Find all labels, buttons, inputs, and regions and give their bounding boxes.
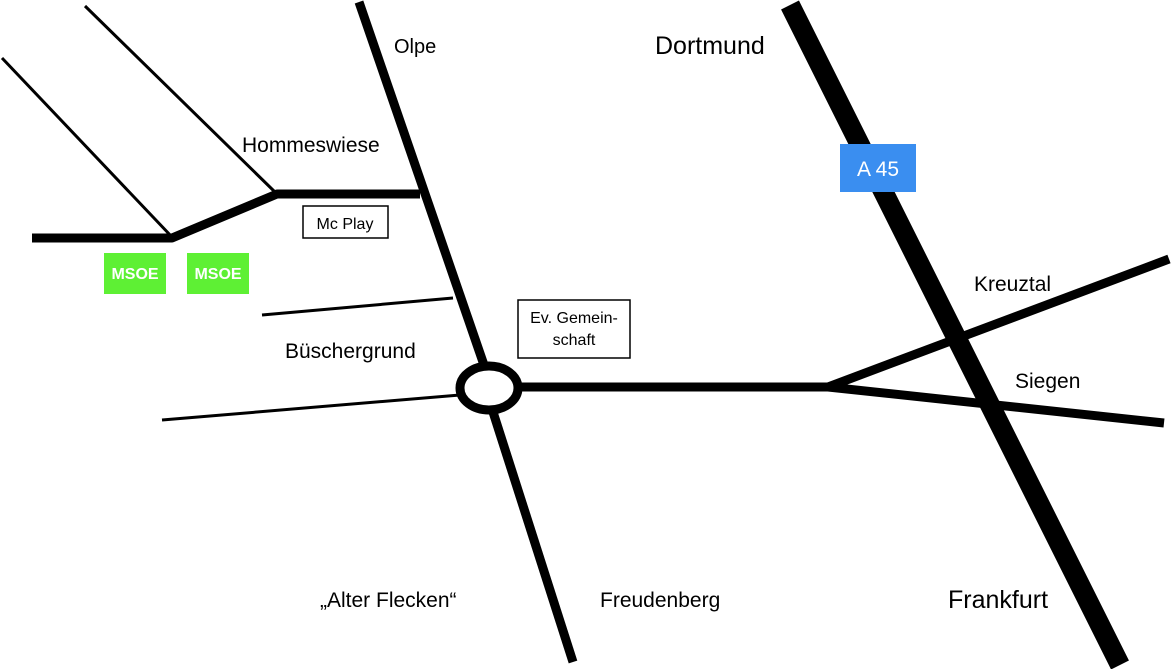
- poi-ev-gemeinschaft-line2: schaft: [553, 332, 596, 349]
- badge-msoe-right: MSOE: [187, 253, 249, 294]
- road-freudenberg: [488, 410, 578, 664]
- poi-mc-play: Mc Play: [302, 205, 389, 239]
- poi-mc-play-box: [302, 205, 389, 239]
- badge-msoe-right-label: MSOE: [194, 266, 241, 283]
- road-thin-alter-flecken: [161, 393, 461, 422]
- road-thin-northwest-outer: [0, 56, 174, 239]
- poi-mc-play-label: Mc Play: [317, 216, 374, 233]
- badge-msoe-left-label: MSOE: [111, 266, 158, 283]
- badge-msoe-left-background: [104, 253, 166, 294]
- road-kreuztal: [826, 254, 1171, 392]
- label-freudenberg: Freudenberg: [600, 589, 720, 612]
- label-hommeswiese: Hommeswiese: [242, 134, 380, 157]
- highway-sign-a45: A 45: [840, 144, 916, 192]
- badge-msoe-right-background: [187, 253, 249, 294]
- highway-sign-label: A 45: [857, 158, 899, 181]
- road-thin-buschergrund: [261, 296, 454, 317]
- label-kreuztal: Kreuztal: [974, 273, 1051, 296]
- road-a45: [781, 0, 1129, 669]
- label-olpe: Olpe: [394, 36, 436, 58]
- badge-msoe-left: MSOE: [104, 253, 166, 294]
- road-thin-northwest-inner: [83, 4, 279, 196]
- label-siegen: Siegen: [1015, 370, 1080, 393]
- poi-ev-gemeinschaft-box: [517, 299, 631, 359]
- roundabout: [455, 361, 523, 415]
- poi-ev-gemeinschaft: Ev. Gemein- schaft: [517, 299, 631, 359]
- label-dortmund: Dortmund: [655, 32, 765, 60]
- label-alter-flecken: „Alter Flecken“: [320, 589, 457, 612]
- road-olpe: [354, 0, 489, 367]
- poi-ev-gemeinschaft-line1: Ev. Gemein-: [530, 310, 618, 327]
- road-hommeswiese: [32, 189, 420, 243]
- label-frankfurt: Frankfurt: [948, 586, 1048, 614]
- label-buschergrund: Büschergrund: [285, 340, 416, 363]
- highway-sign-background: [840, 144, 916, 192]
